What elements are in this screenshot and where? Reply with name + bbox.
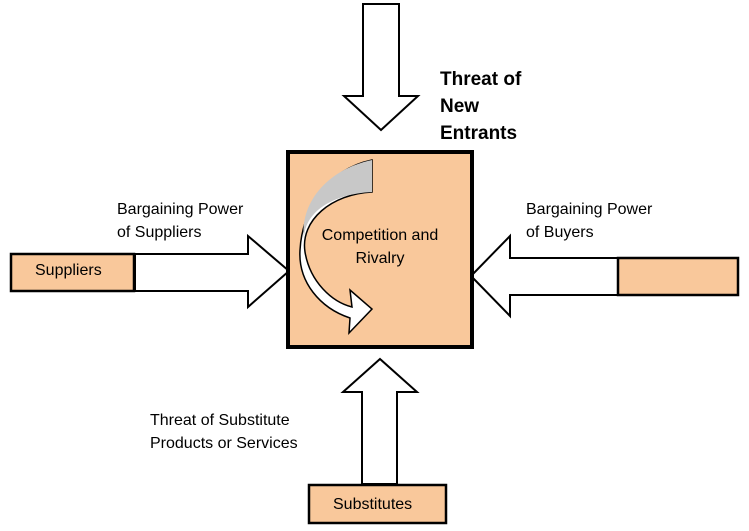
buyers-power-label-line1: Bargaining Power <box>526 201 653 218</box>
competition-label-line1: Competition and <box>321 227 439 244</box>
suppliers-power-label-line1: Bargaining Power <box>117 201 244 218</box>
new-entrants-label-line2: New <box>440 96 480 117</box>
suppliers-box <box>9 252 136 293</box>
suppliers-box-label: Suppliers <box>35 262 102 279</box>
substitutes-box <box>307 483 448 525</box>
buyers-box <box>616 256 740 297</box>
new-entrants-arrow <box>341 3 421 132</box>
substitutes-threat-label-line2: Products or Services <box>150 435 298 452</box>
suppliers-arrow <box>134 233 291 310</box>
new-entrants-label-line3: Entrants <box>440 123 518 144</box>
substitutes-threat-label-line1: Threat of Substitute <box>150 412 290 429</box>
buyers-arrow <box>469 233 619 319</box>
substitutes-arrow <box>340 357 420 485</box>
new-entrants-label-line1: Threat of <box>440 69 522 90</box>
competition-box <box>286 150 474 349</box>
rivalry-curve-shade <box>303 160 372 238</box>
competition-label-line2: Rivalry <box>355 250 405 267</box>
buyers-power-label-line2: of Buyers <box>526 224 594 241</box>
suppliers-power-label-line2: of Suppliers <box>117 224 202 241</box>
substitutes-box-label: Substitutes <box>333 496 413 513</box>
